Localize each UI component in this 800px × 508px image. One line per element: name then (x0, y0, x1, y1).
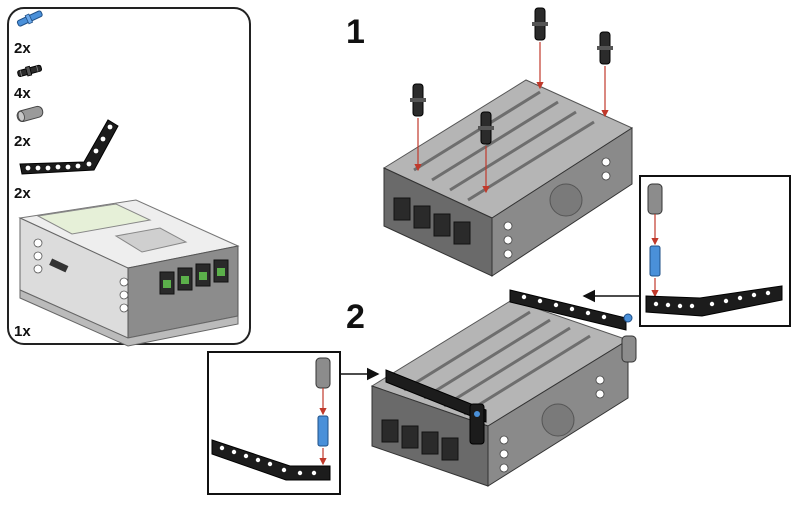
qty-ev3-brick: 1x (14, 323, 31, 340)
bent-beam-icon (19, 119, 119, 175)
parts-list-panel: 2x 4x 2x (7, 7, 251, 347)
step-1-pin-front-right (478, 111, 494, 194)
qty-bent-beam: 2x (14, 185, 31, 202)
step-1-pin-back-left (532, 7, 548, 90)
qty-blue-axle-pin: 2x (14, 40, 31, 57)
gray-bushing-icon (16, 105, 44, 123)
step-1-callout-box (639, 175, 791, 327)
ev3-brick-icon (18, 199, 240, 347)
black-friction-pin-icon (17, 64, 43, 77)
step-2-brick (370, 289, 637, 487)
step-1-pin-front-left (410, 83, 426, 172)
step-1-pin-back-right (597, 31, 613, 118)
qty-gray-bushing: 2x (14, 133, 31, 150)
step-1-brick (382, 79, 634, 277)
step-2-number: 2 (346, 298, 365, 336)
step-1-output-ports (393, 197, 471, 245)
brick-input-ports (159, 259, 229, 295)
step-2-output-ports (381, 419, 459, 461)
blue-axle-pin-icon (16, 10, 43, 27)
qty-black-friction-pin: 4x (14, 85, 31, 102)
step-2-callout-box (207, 351, 341, 495)
step-1: 1 (346, 7, 791, 327)
step-1-number: 1 (346, 13, 365, 51)
step-2: 2 (207, 289, 637, 495)
